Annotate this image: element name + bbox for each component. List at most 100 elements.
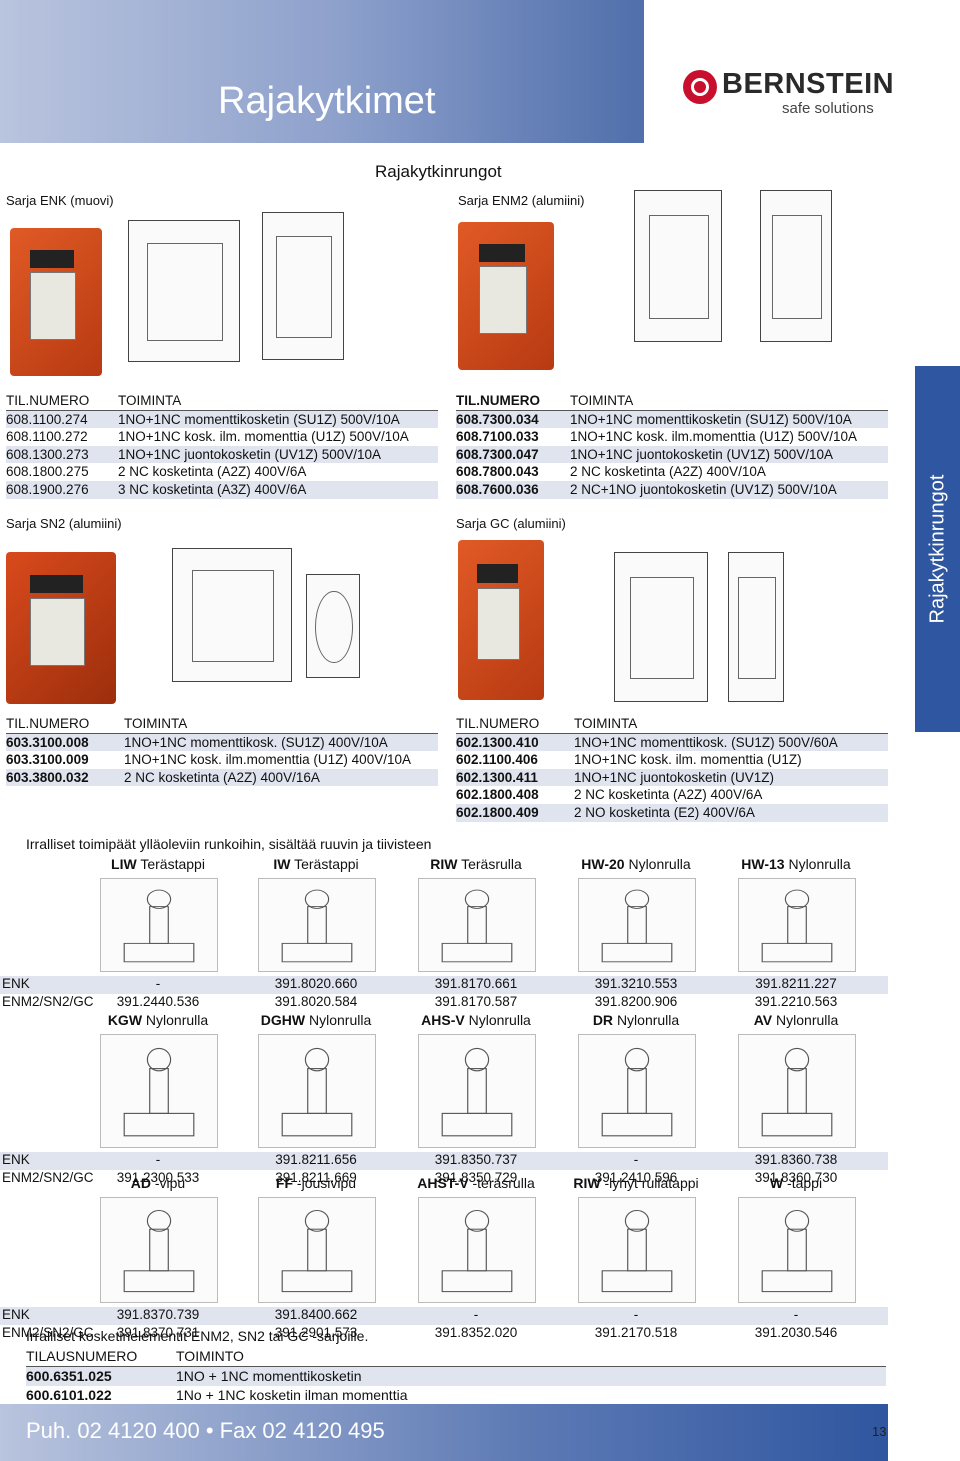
accessory-row-shade (0, 1307, 888, 1325)
actuator-drawing (738, 1034, 856, 1148)
accessory-row-label-enk: ENK (2, 1307, 30, 1322)
accessory-code-enm2: 391.2170.518 (594, 1324, 678, 1340)
accessory-title: AV Nylonrulla (753, 1012, 839, 1028)
accessory-title: AHS-V Nylonrulla (421, 1012, 531, 1028)
gc-product-photo (458, 540, 544, 700)
series-enm2-title: Sarja ENM2 (alumiini) (458, 193, 585, 208)
accessory-code-enk: 391.8350.737 (434, 1152, 518, 1167)
accessory-code-enm2: 391.8200.906 (594, 993, 678, 1009)
accessory-title: DGHW Nylonrulla (260, 1012, 372, 1028)
actuator-drawing (418, 878, 536, 972)
accessory-code-enm2: 391.2210.563 (754, 993, 838, 1009)
accessory-title: RIW -lyhyt rullatappi (573, 1175, 699, 1191)
accessory-row-label-enk: ENK (2, 1152, 30, 1167)
accessory-code-enk: 391.8400.662 (274, 1307, 358, 1322)
accessory-title: IW Terästappi (273, 856, 359, 872)
accessory-code-enk: - (155, 1152, 161, 1167)
series-enk-title: Sarja ENK (muovi) (6, 193, 114, 208)
accessory-code-enk: 391.8170.661 (434, 976, 518, 991)
accessory-code-enm2: 391.2440.536 (116, 993, 200, 1009)
accessory-code-enm2: 391.8170.587 (434, 993, 518, 1009)
actuator-drawing (418, 1197, 536, 1303)
accessory-row-label-enm2: ENM2/SN2/GC (2, 1169, 94, 1185)
sidebar-label: Rajakytkinrungot (926, 474, 948, 624)
accessory-title: HW-20 Nylonrulla (581, 856, 691, 872)
accessory-code-enk: 391.8370.739 (116, 1307, 200, 1322)
accessory-code-enk: - (633, 1307, 639, 1322)
accessory-code-enm2: 391.8350.729 (434, 1169, 518, 1185)
actuator-drawing (258, 1197, 376, 1303)
actuator-drawing (100, 1034, 218, 1148)
accessory-code-enk: - (473, 1307, 479, 1322)
actuator-drawing (100, 1197, 218, 1303)
gc-drawing-side (728, 552, 784, 702)
enm2-product-photo (458, 222, 554, 370)
contacts-heading: Irralliset kosketinelementit ENM2, SN2 t… (26, 1328, 369, 1344)
sn2-product-photo (6, 552, 116, 704)
accessory-code-enk: 391.3210.553 (594, 976, 678, 991)
actuator-drawing (578, 1197, 696, 1303)
actuator-drawing (258, 1034, 376, 1148)
enm2-drawing-front (634, 190, 722, 342)
section-title: Rajakytkinrungot (375, 162, 502, 181)
accessory-title: HW-13 Nylonrulla (741, 856, 851, 872)
enk-drawing-front (128, 220, 240, 362)
accessory-code-enk: 391.8360.738 (754, 1152, 838, 1167)
sn2-drawing-front (172, 548, 292, 682)
sn2-drawing-side (306, 574, 360, 678)
accessory-title: RIW Teräsrulla (430, 856, 522, 872)
enk-product-photo (10, 228, 102, 376)
accessory-code-enk: 391.8211.656 (275, 1152, 357, 1167)
actuator-drawing (258, 878, 376, 972)
actuator-drawing (738, 1197, 856, 1303)
enm2-drawing-side (760, 190, 832, 342)
footer: Puh. 02 4120 400 • Fax 02 4120 495 13 (0, 1404, 960, 1461)
accessory-title: KGW Nylonrulla (107, 1012, 209, 1028)
accessory-code-enm2: 391.8360.730 (754, 1169, 838, 1185)
accessory-code-enm2: 391.2410.596 (594, 1169, 678, 1185)
actuator-drawing (578, 878, 696, 972)
page-number: 13 (872, 1424, 887, 1439)
accessory-code-enm2: 391.2030.546 (754, 1324, 838, 1340)
accessory-row-label-enm2: ENM2/SN2/GC (2, 993, 94, 1009)
accessory-title: FF -jousivipu (275, 1175, 357, 1191)
gc-drawing-front (614, 552, 708, 702)
accessory-title: AHST-V -teräsrulla (417, 1175, 535, 1191)
accessory-code-enk: - (155, 976, 161, 991)
accessory-code-enk: - (633, 1152, 639, 1167)
accessory-code-enm2: 391.8020.584 (274, 993, 358, 1009)
actuator-drawing (738, 878, 856, 972)
accessory-row-shade (0, 976, 888, 994)
accessories-heading: Irralliset toimipäät ylläoleviin runkoih… (26, 836, 432, 852)
accessory-code-enm2: 391.8211.669 (275, 1169, 357, 1185)
series-gc-title: Sarja GC (alumiini) (456, 516, 566, 531)
logo-tagline: safe solutions (782, 100, 874, 117)
accessory-title: AD -vipu (130, 1175, 186, 1191)
series-sn2-title: Sarja SN2 (alumiini) (6, 516, 122, 531)
logo-name: BERNSTEIN (722, 68, 895, 100)
accessory-code-enm2: 391.2300.533 (116, 1169, 200, 1185)
footer-contact: Puh. 02 4120 400 • Fax 02 4120 495 (26, 1418, 385, 1443)
accessory-title: W -tappi (769, 1175, 823, 1191)
